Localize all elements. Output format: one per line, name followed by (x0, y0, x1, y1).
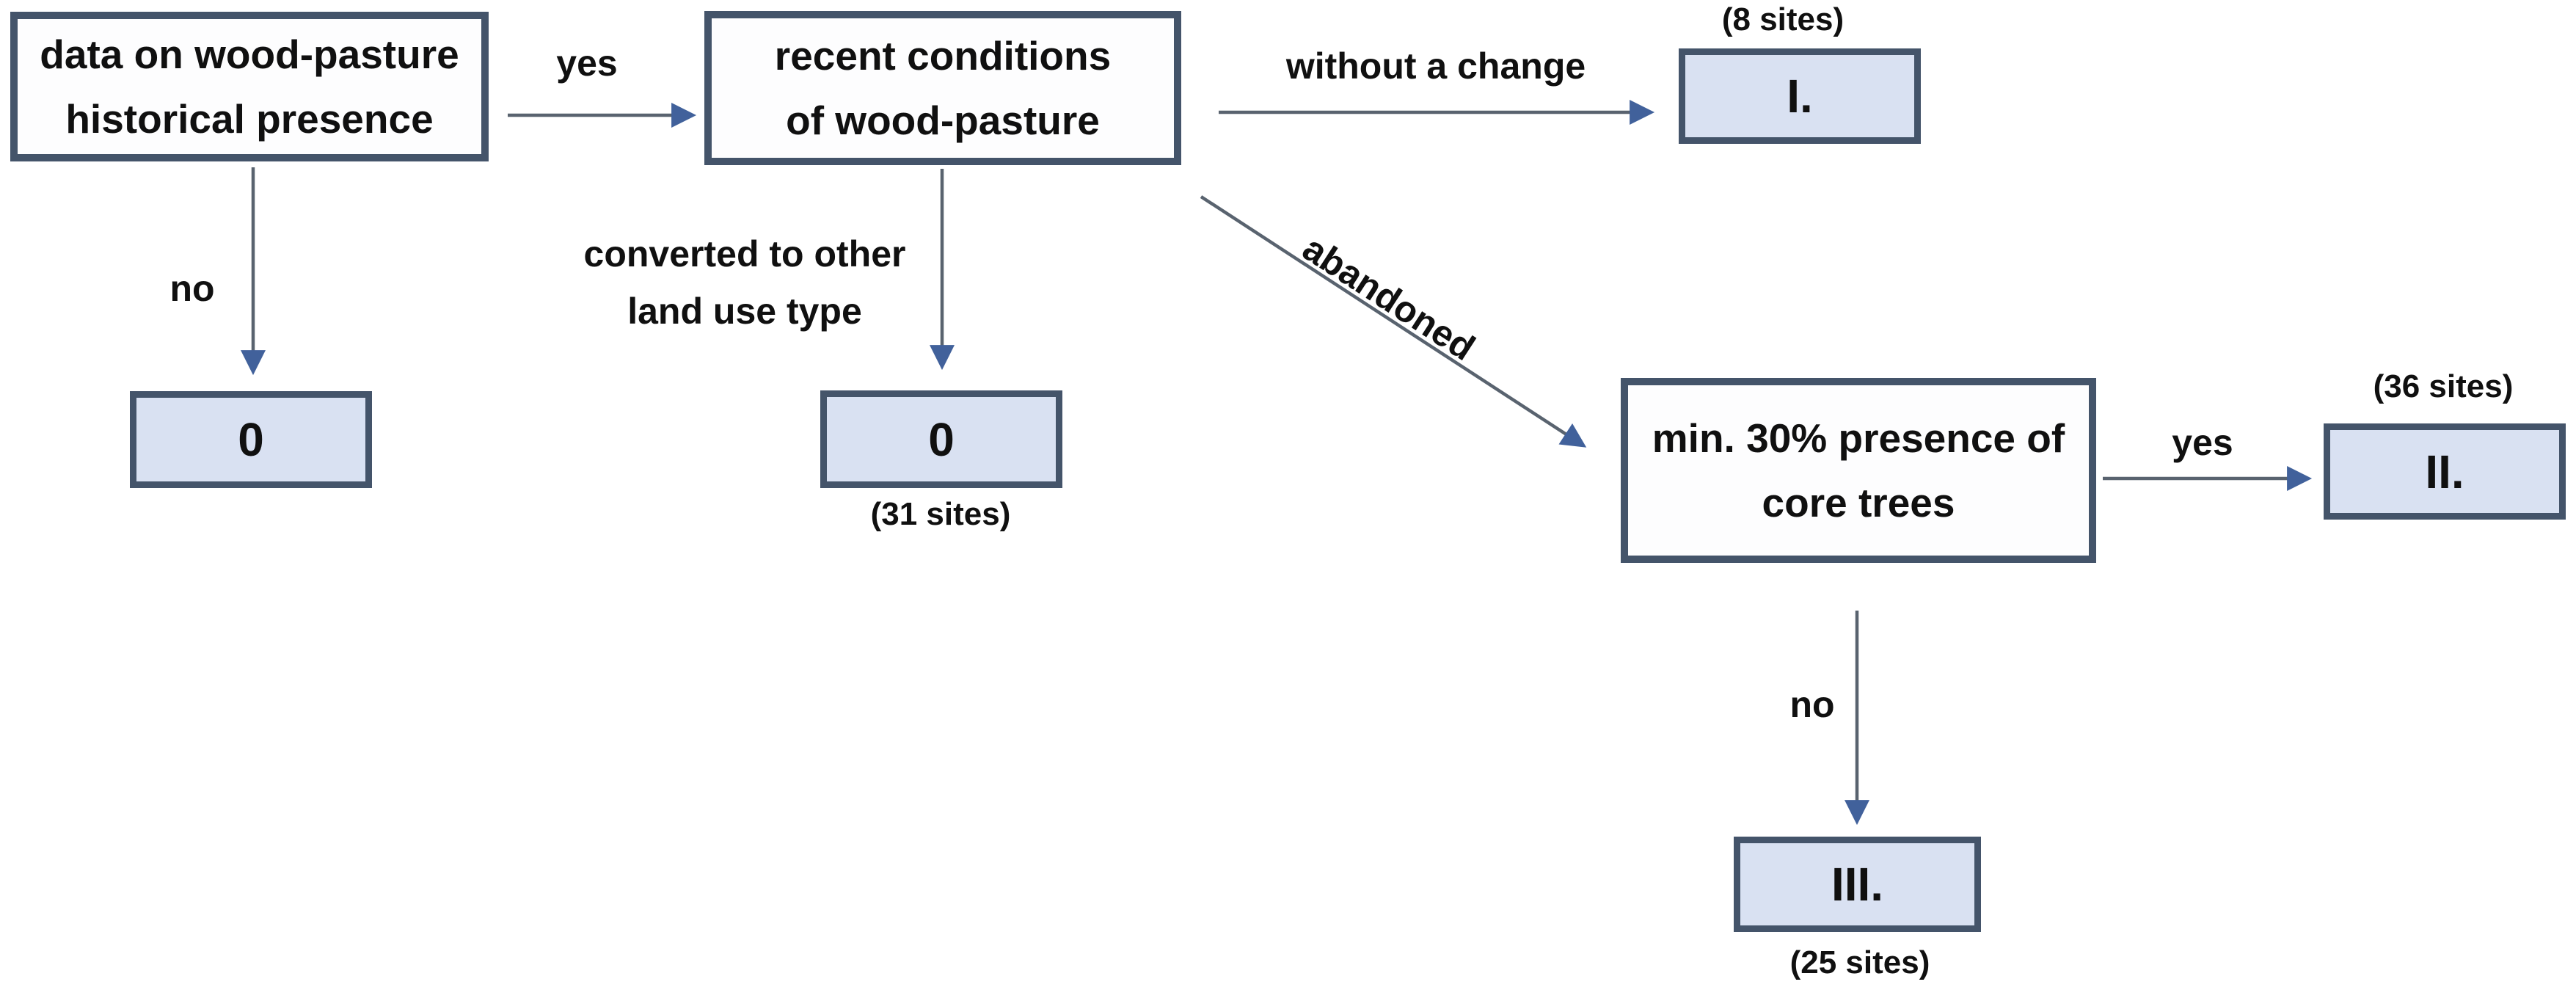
result-box-label: 0 (238, 413, 264, 466)
decision-box-min-30-core-trees: min. 30% presence of core trees (1621, 378, 2096, 563)
result-box-category-iii: III. (1734, 837, 1981, 932)
edge-label-no-right: no (1789, 684, 1835, 725)
result-box-category-i: I. (1679, 48, 1921, 144)
result-box-label: III. (1831, 858, 1884, 911)
decision-box-recent-conditions: recent conditions of wood-pasture (704, 11, 1181, 165)
sites-count-zero-middle: (31 sites) (870, 496, 1011, 532)
decision-box-text-line: data on wood-pasture (40, 32, 459, 77)
result-box-label: 0 (928, 412, 955, 466)
edge-label-yes-right: yes (2172, 422, 2233, 463)
decision-box-historical-presence: data on wood-pasture historical presence (10, 12, 489, 161)
edge-label-abandoned: abandoned (1295, 227, 1483, 369)
edge-label-line: land use type (627, 291, 862, 332)
decision-box-text-line: core trees (1762, 480, 1955, 525)
edge-label-without-a-change: without a change (1285, 46, 1586, 87)
decision-box-text-line: recent conditions (774, 33, 1112, 79)
sites-count-category-iii: (25 sites) (1789, 944, 1930, 980)
sites-count-category-ii: (36 sites) (2373, 368, 2514, 404)
edge-label-no-left: no (169, 268, 215, 309)
sites-count-category-i: (8 sites) (1721, 1, 1845, 37)
result-box-label: I. (1787, 70, 1813, 123)
result-box-category-ii: II. (2324, 423, 2566, 520)
decision-box-text-line: historical presence (65, 96, 434, 142)
edge-label-yes-top: yes (556, 43, 618, 84)
result-box-zero-middle: 0 (820, 390, 1062, 488)
decision-box-text-line: min. 30% presence of (1652, 415, 2065, 461)
edge-label-converted: converted to other land use type (584, 225, 906, 340)
result-box-zero-left: 0 (130, 391, 372, 488)
edge-label-line: converted to other (583, 233, 906, 274)
decision-box-text-line: of wood-pasture (786, 98, 1100, 143)
result-box-label: II. (2425, 445, 2464, 498)
